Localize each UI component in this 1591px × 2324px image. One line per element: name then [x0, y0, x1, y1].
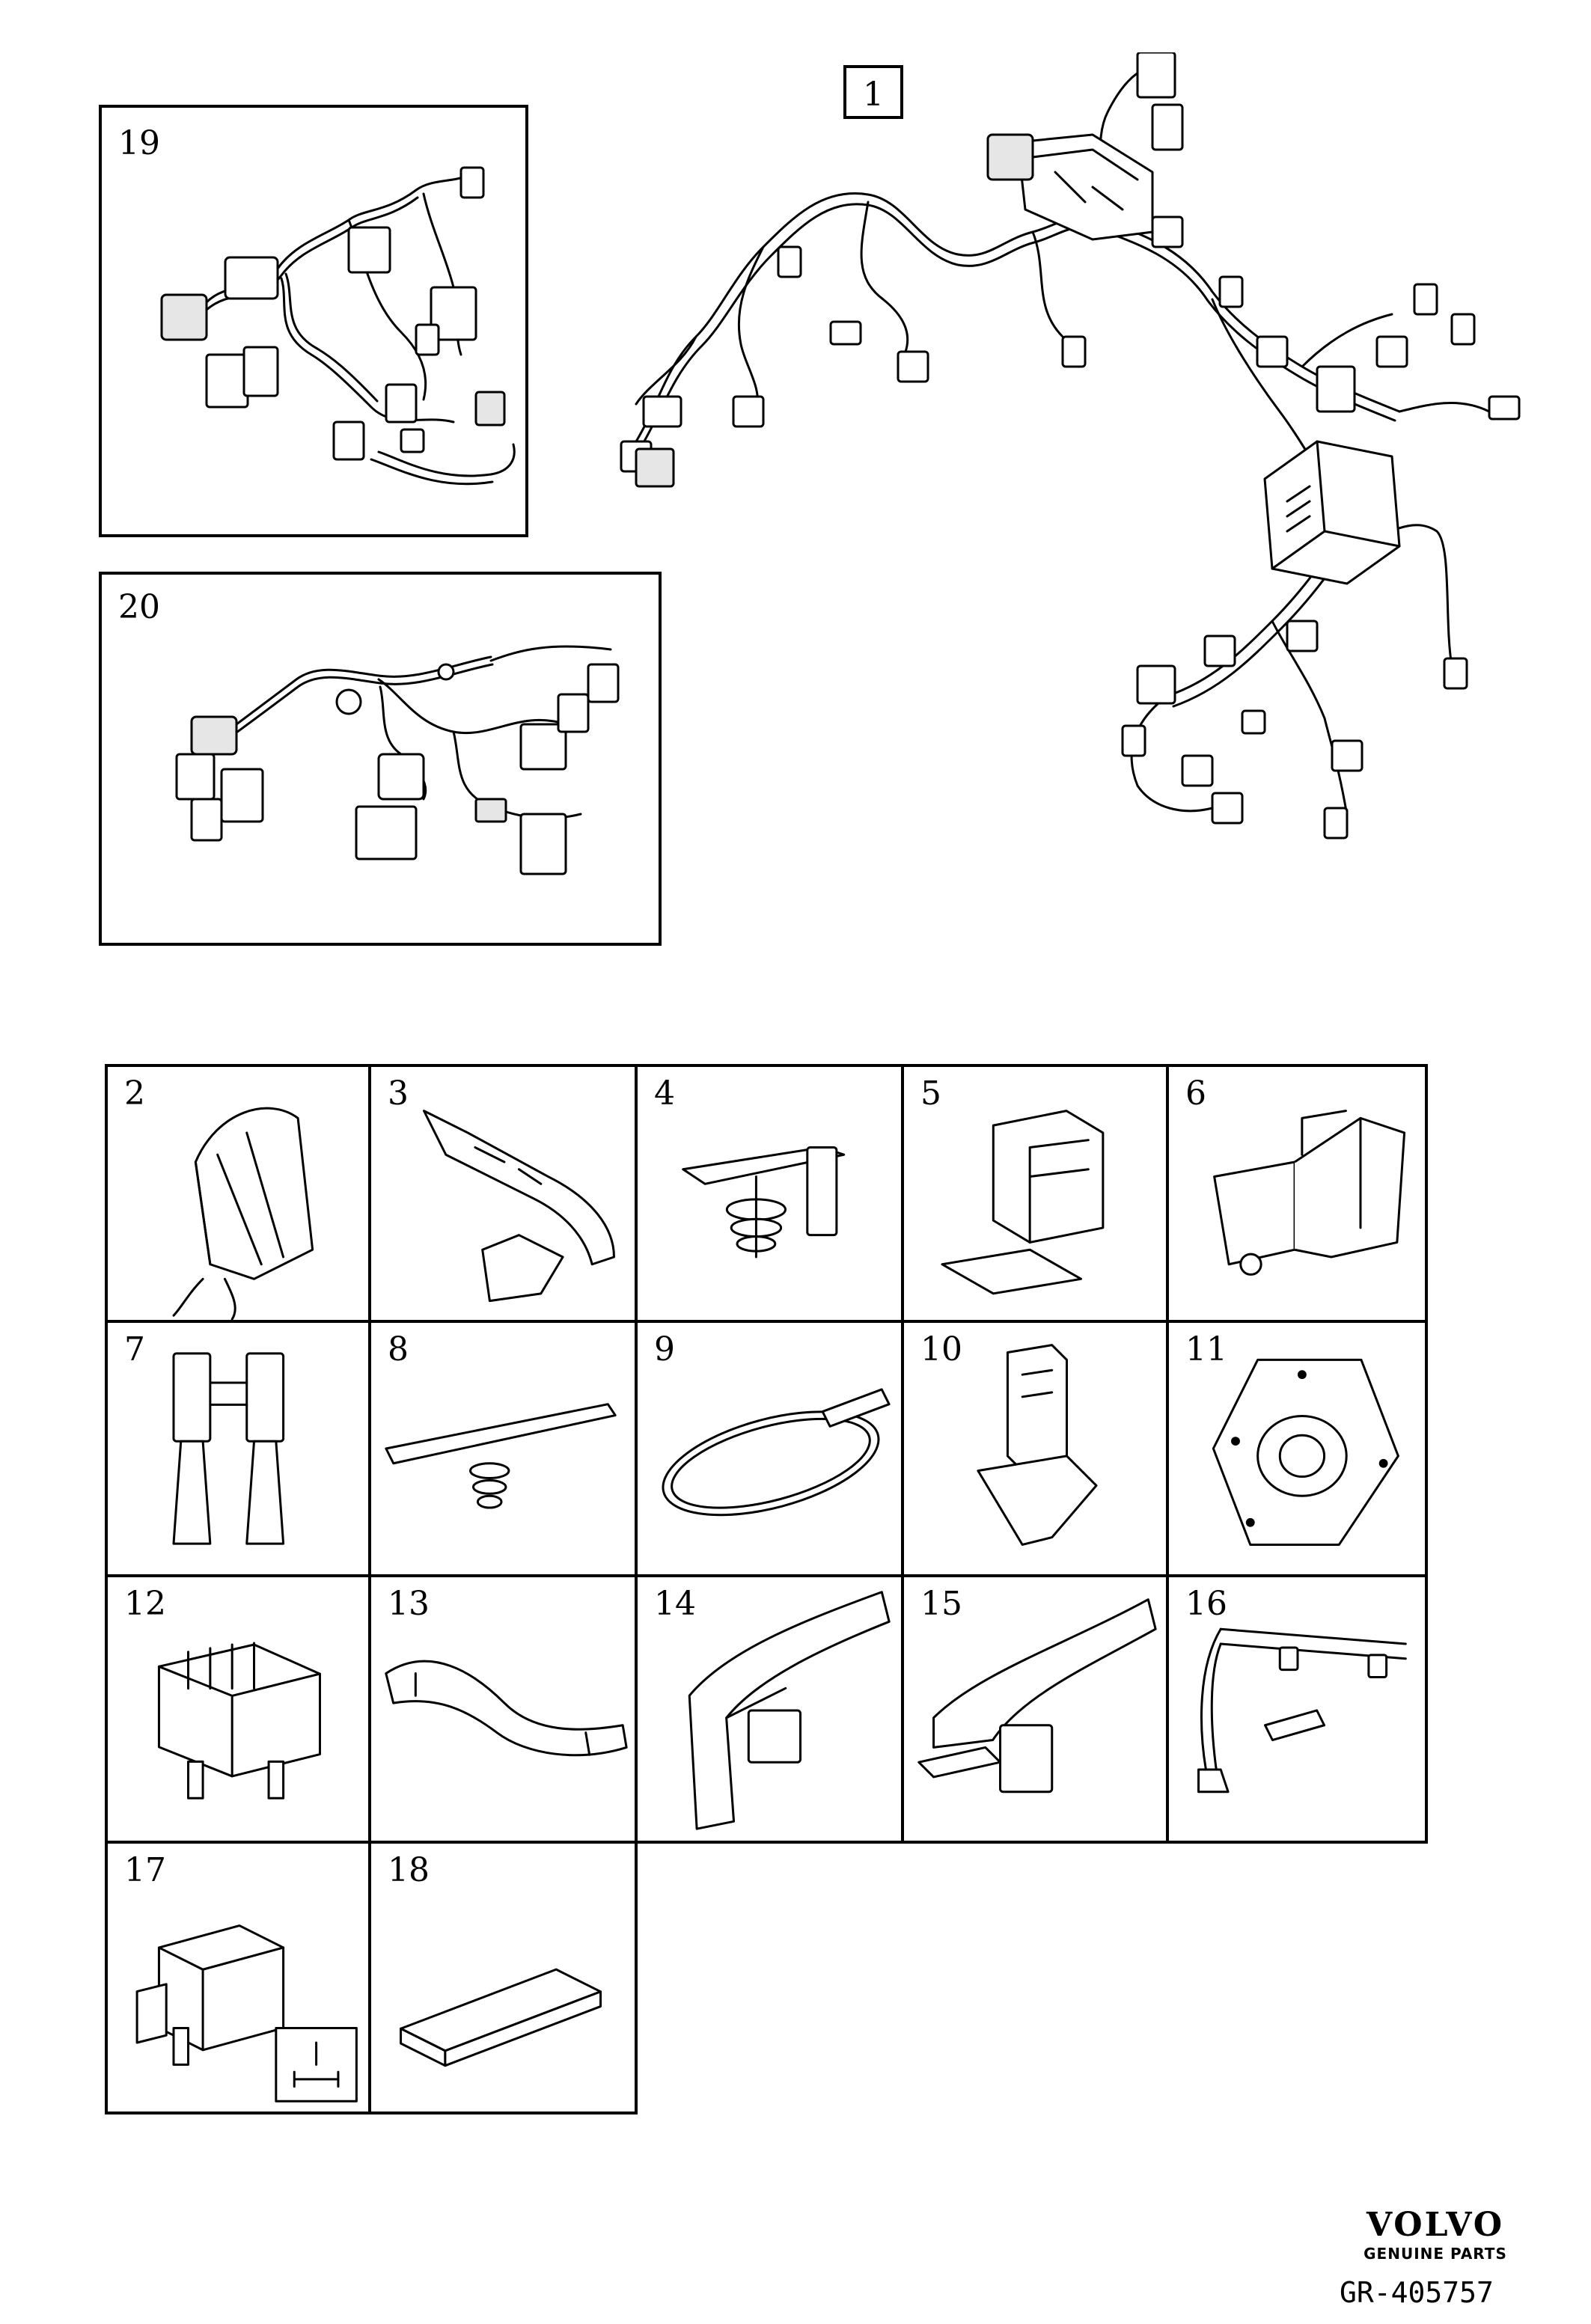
- part-number: 13: [388, 1585, 430, 1623]
- foam-pad-icon: [371, 1844, 635, 2112]
- callout-1: 1: [863, 76, 884, 114]
- part-number: 17: [124, 1851, 166, 1889]
- part-cell-10: 10: [904, 1323, 1169, 1577]
- part-cell-15: 15: [904, 1577, 1169, 1844]
- part-number: 5: [920, 1074, 941, 1113]
- part-number: 10: [920, 1330, 962, 1369]
- mounting-bracket-icon: [1169, 1067, 1425, 1320]
- double-connector-holder-icon: [108, 1323, 368, 1574]
- edge-clip-rail-icon: [371, 1323, 635, 1574]
- part-number: 18: [388, 1851, 430, 1889]
- sub-harness-20-illustration: [102, 575, 659, 943]
- part-cell-2: 2: [105, 1064, 371, 1323]
- cable-tie-icon: [638, 1323, 901, 1574]
- part-number: 2: [124, 1074, 145, 1113]
- bent-cable-guide-icon: [1169, 1577, 1425, 1841]
- part-cell-5: 5: [904, 1064, 1169, 1323]
- grommet-icon: [1169, 1323, 1425, 1574]
- cable-channel-icon: [371, 1067, 635, 1320]
- part-number: 14: [654, 1585, 696, 1623]
- part-cell-17: 17: [105, 1844, 371, 2114]
- brand-name: VOLVO: [1366, 2206, 1505, 2244]
- part-number: 7: [124, 1330, 145, 1369]
- part-cell-18: 18: [371, 1844, 638, 2114]
- part-cell-3: 3: [371, 1064, 638, 1323]
- part-cell-13: 13: [371, 1577, 638, 1844]
- brand-subtitle: GENUINE PARTS: [1364, 2245, 1507, 2263]
- part-number: 4: [654, 1074, 675, 1113]
- callout-19: 19: [118, 124, 160, 162]
- part-number: 9: [654, 1330, 675, 1369]
- part-number: 3: [388, 1074, 409, 1113]
- volvo-logo: VOLVO GENUINE PARTS: [1346, 2209, 1525, 2263]
- fir-tree-clip-icon: [638, 1067, 901, 1320]
- harness-cover-icon: [638, 1577, 901, 1841]
- part-number: 8: [388, 1330, 409, 1369]
- part-number: 16: [1185, 1585, 1227, 1623]
- part-number: 6: [1185, 1074, 1206, 1113]
- cable-holder-clip-icon: [904, 1067, 1166, 1320]
- wiring-bracket-icon: [108, 1067, 368, 1320]
- curved-cable-guide-icon: [371, 1577, 635, 1841]
- connector-bracket-icon: [904, 1323, 1166, 1574]
- harness-cover-left-icon: [904, 1577, 1166, 1841]
- part-cell-6: 6: [1169, 1064, 1428, 1323]
- connector-block-icon: [108, 1577, 368, 1841]
- part-number: 11: [1185, 1330, 1227, 1369]
- detail-box-20: 20: [99, 572, 662, 946]
- part-cell-12: 12: [105, 1577, 371, 1844]
- part-cell-9: 9: [638, 1323, 904, 1577]
- part-number: 15: [920, 1585, 962, 1623]
- part-number: 12: [124, 1585, 166, 1623]
- relay-icon: [108, 1844, 368, 2112]
- part-cell-8: 8: [371, 1323, 638, 1577]
- sub-harness-19-illustration: [102, 108, 525, 534]
- part-cell-7: 7: [105, 1323, 371, 1577]
- part-cell-11: 11: [1169, 1323, 1428, 1577]
- reference-code: GR-405757: [1340, 2276, 1494, 2309]
- main-wiring-harness-illustration: [569, 52, 1542, 898]
- callout-1-box: 1: [843, 65, 903, 119]
- detail-box-19: 19: [99, 105, 528, 537]
- callout-20: 20: [118, 588, 160, 626]
- part-cell-16: 16: [1169, 1577, 1428, 1844]
- part-cell-14: 14: [638, 1577, 904, 1844]
- part-cell-4: 4: [638, 1064, 904, 1323]
